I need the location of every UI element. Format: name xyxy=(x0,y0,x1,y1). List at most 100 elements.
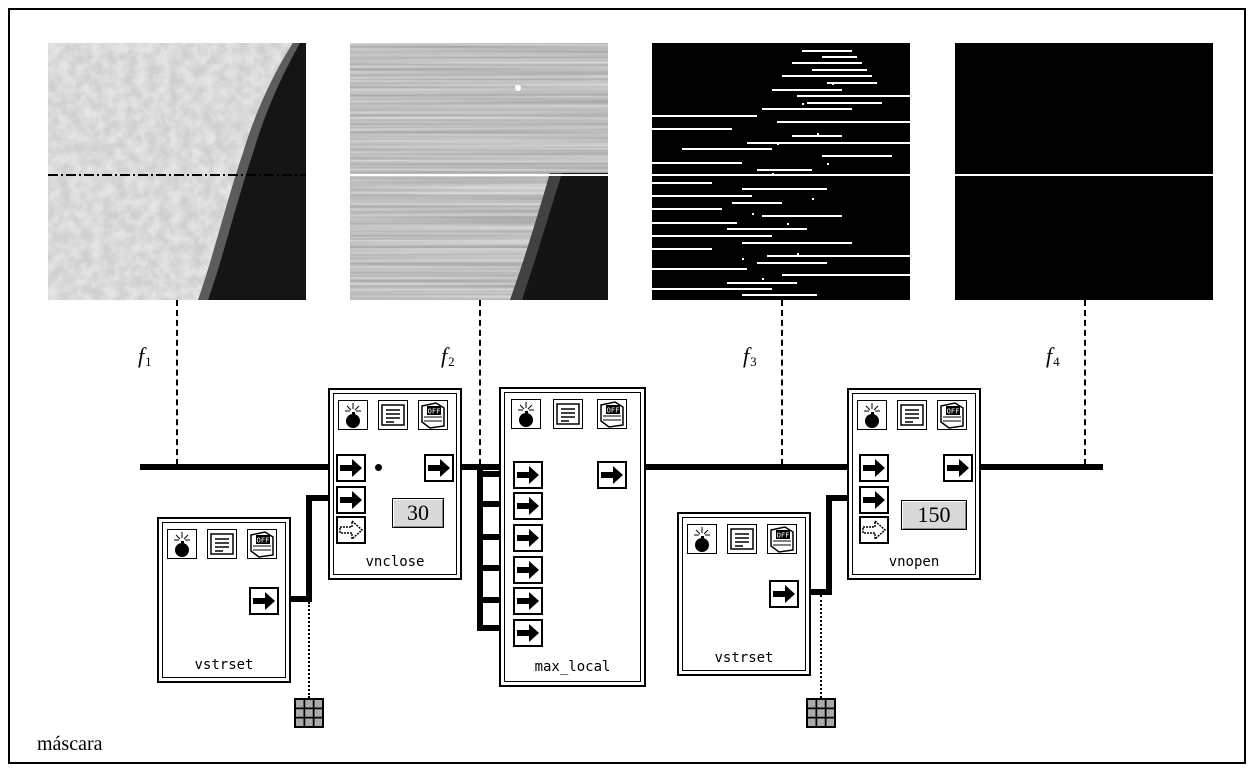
maxlocal-fan-2 xyxy=(477,501,511,507)
glyph-name: max_local xyxy=(534,659,611,675)
glyph-name: vstrset xyxy=(194,657,254,673)
bomb-icon[interactable] xyxy=(511,399,541,429)
arrow-icon xyxy=(515,526,541,550)
vstrset1-wire-a xyxy=(286,596,312,602)
bomb-icon[interactable] xyxy=(338,400,368,430)
main-wire-1 xyxy=(140,464,332,470)
speck xyxy=(802,103,804,105)
f2-connector xyxy=(479,300,481,465)
arrow-icon xyxy=(515,494,541,518)
bomb-icon[interactable] xyxy=(857,400,887,430)
arrow-icon xyxy=(861,456,887,480)
input-port-arrow-2[interactable] xyxy=(859,486,889,514)
input-port-arrow-3[interactable] xyxy=(336,516,366,544)
f1-connector xyxy=(176,300,178,465)
vstrset2-wire-c xyxy=(826,495,852,501)
arrow-icon xyxy=(338,488,364,512)
output-port-arrow[interactable] xyxy=(424,454,454,482)
grid-icon[interactable] xyxy=(806,698,836,728)
arrow-icon xyxy=(515,463,541,487)
vnclose-glyph[interactable]: 30 vnclose xyxy=(328,388,462,580)
main-wire-3 xyxy=(644,464,849,470)
input-port-arrow-2[interactable] xyxy=(513,492,543,520)
signal-label-f4: f4 xyxy=(1046,343,1060,369)
arrow-icon xyxy=(251,589,277,613)
off-switch-icon[interactable] xyxy=(247,529,277,559)
output-port-arrow[interactable] xyxy=(249,587,279,615)
speck xyxy=(817,133,819,135)
f3-connector xyxy=(781,300,783,465)
speck xyxy=(742,258,744,260)
arrow-icon xyxy=(945,456,971,480)
required-dot xyxy=(375,464,382,471)
document-icon[interactable] xyxy=(207,529,237,559)
f2-image xyxy=(350,43,608,300)
off-switch-icon[interactable] xyxy=(937,400,967,430)
glyph-name: vnclose xyxy=(365,554,425,570)
input-port-arrow-3[interactable] xyxy=(513,524,543,552)
output-port-arrow[interactable] xyxy=(769,580,799,608)
speck xyxy=(762,278,764,280)
off-switch-icon[interactable] xyxy=(597,399,627,429)
f4-connector xyxy=(1084,300,1086,465)
f4-image xyxy=(955,43,1213,300)
document-icon[interactable] xyxy=(897,400,927,430)
glyph-name: vnopen xyxy=(888,554,940,570)
speck xyxy=(797,253,799,255)
maxlocal-fan-6 xyxy=(477,625,511,631)
arrow-icon xyxy=(599,463,625,487)
speck xyxy=(787,223,789,225)
bomb-icon[interactable] xyxy=(167,529,197,559)
arrow-icon xyxy=(426,456,452,480)
hollow-arrow-icon xyxy=(338,518,364,542)
speck xyxy=(777,143,779,145)
document-icon[interactable] xyxy=(553,399,583,429)
speck xyxy=(752,213,754,215)
document-icon[interactable] xyxy=(378,400,408,430)
bomb-icon[interactable] xyxy=(687,524,717,554)
input-port-arrow-2[interactable] xyxy=(336,486,366,514)
maxlocal-fan-4 xyxy=(477,565,511,571)
input-port-arrow-3[interactable] xyxy=(859,516,889,544)
grid-icon[interactable] xyxy=(294,698,324,728)
mask-label: máscara xyxy=(37,733,103,755)
maxlocal-fan-5 xyxy=(477,597,511,603)
parameter-value[interactable]: 30 xyxy=(392,498,444,528)
parameter-value[interactable]: 150 xyxy=(901,500,967,530)
arrow-icon xyxy=(771,582,797,606)
maxlocal-fan-trunk xyxy=(477,464,483,628)
document-icon[interactable] xyxy=(727,524,757,554)
input-port-arrow-1[interactable] xyxy=(513,461,543,489)
f3-image xyxy=(652,43,910,300)
output-port-arrow[interactable] xyxy=(597,461,627,489)
input-port-arrow-4[interactable] xyxy=(513,556,543,584)
off-switch-icon[interactable] xyxy=(418,400,448,430)
main-wire-4 xyxy=(976,464,1103,470)
maxlocal-fan-1 xyxy=(477,471,511,477)
vnopen-glyph[interactable]: 150 vnopen xyxy=(847,388,981,580)
signal-label-f3: f3 xyxy=(743,343,757,369)
speck xyxy=(827,163,829,165)
input-port-arrow-1[interactable] xyxy=(859,454,889,482)
vstrset2-wire-b xyxy=(826,495,832,595)
arrow-icon xyxy=(515,558,541,582)
input-port-arrow-1[interactable] xyxy=(336,454,366,482)
input-port-arrow-5[interactable] xyxy=(513,587,543,615)
vstrset2-wire-a xyxy=(806,589,832,595)
vstrset1-wire-c xyxy=(306,495,334,501)
vstrset-glyph-2[interactable]: vstrset xyxy=(677,512,811,676)
input-port-arrow-6[interactable] xyxy=(513,619,543,647)
arrow-icon xyxy=(861,488,887,512)
output-port-arrow[interactable] xyxy=(943,454,973,482)
vstrset-glyph-1[interactable]: vstrset xyxy=(157,517,291,683)
mask-connector-2 xyxy=(820,595,822,698)
off-switch-icon[interactable] xyxy=(767,524,797,554)
arrow-icon xyxy=(338,456,364,480)
mask-connector-1 xyxy=(308,602,310,698)
signal-label-f2: f2 xyxy=(441,343,455,369)
signal-label-f1: f1 xyxy=(138,343,152,369)
glyph-name: vstrset xyxy=(714,650,774,666)
max-local-glyph[interactable]: max_local xyxy=(499,387,646,687)
f1-image xyxy=(48,43,306,300)
arrow-icon xyxy=(515,589,541,613)
